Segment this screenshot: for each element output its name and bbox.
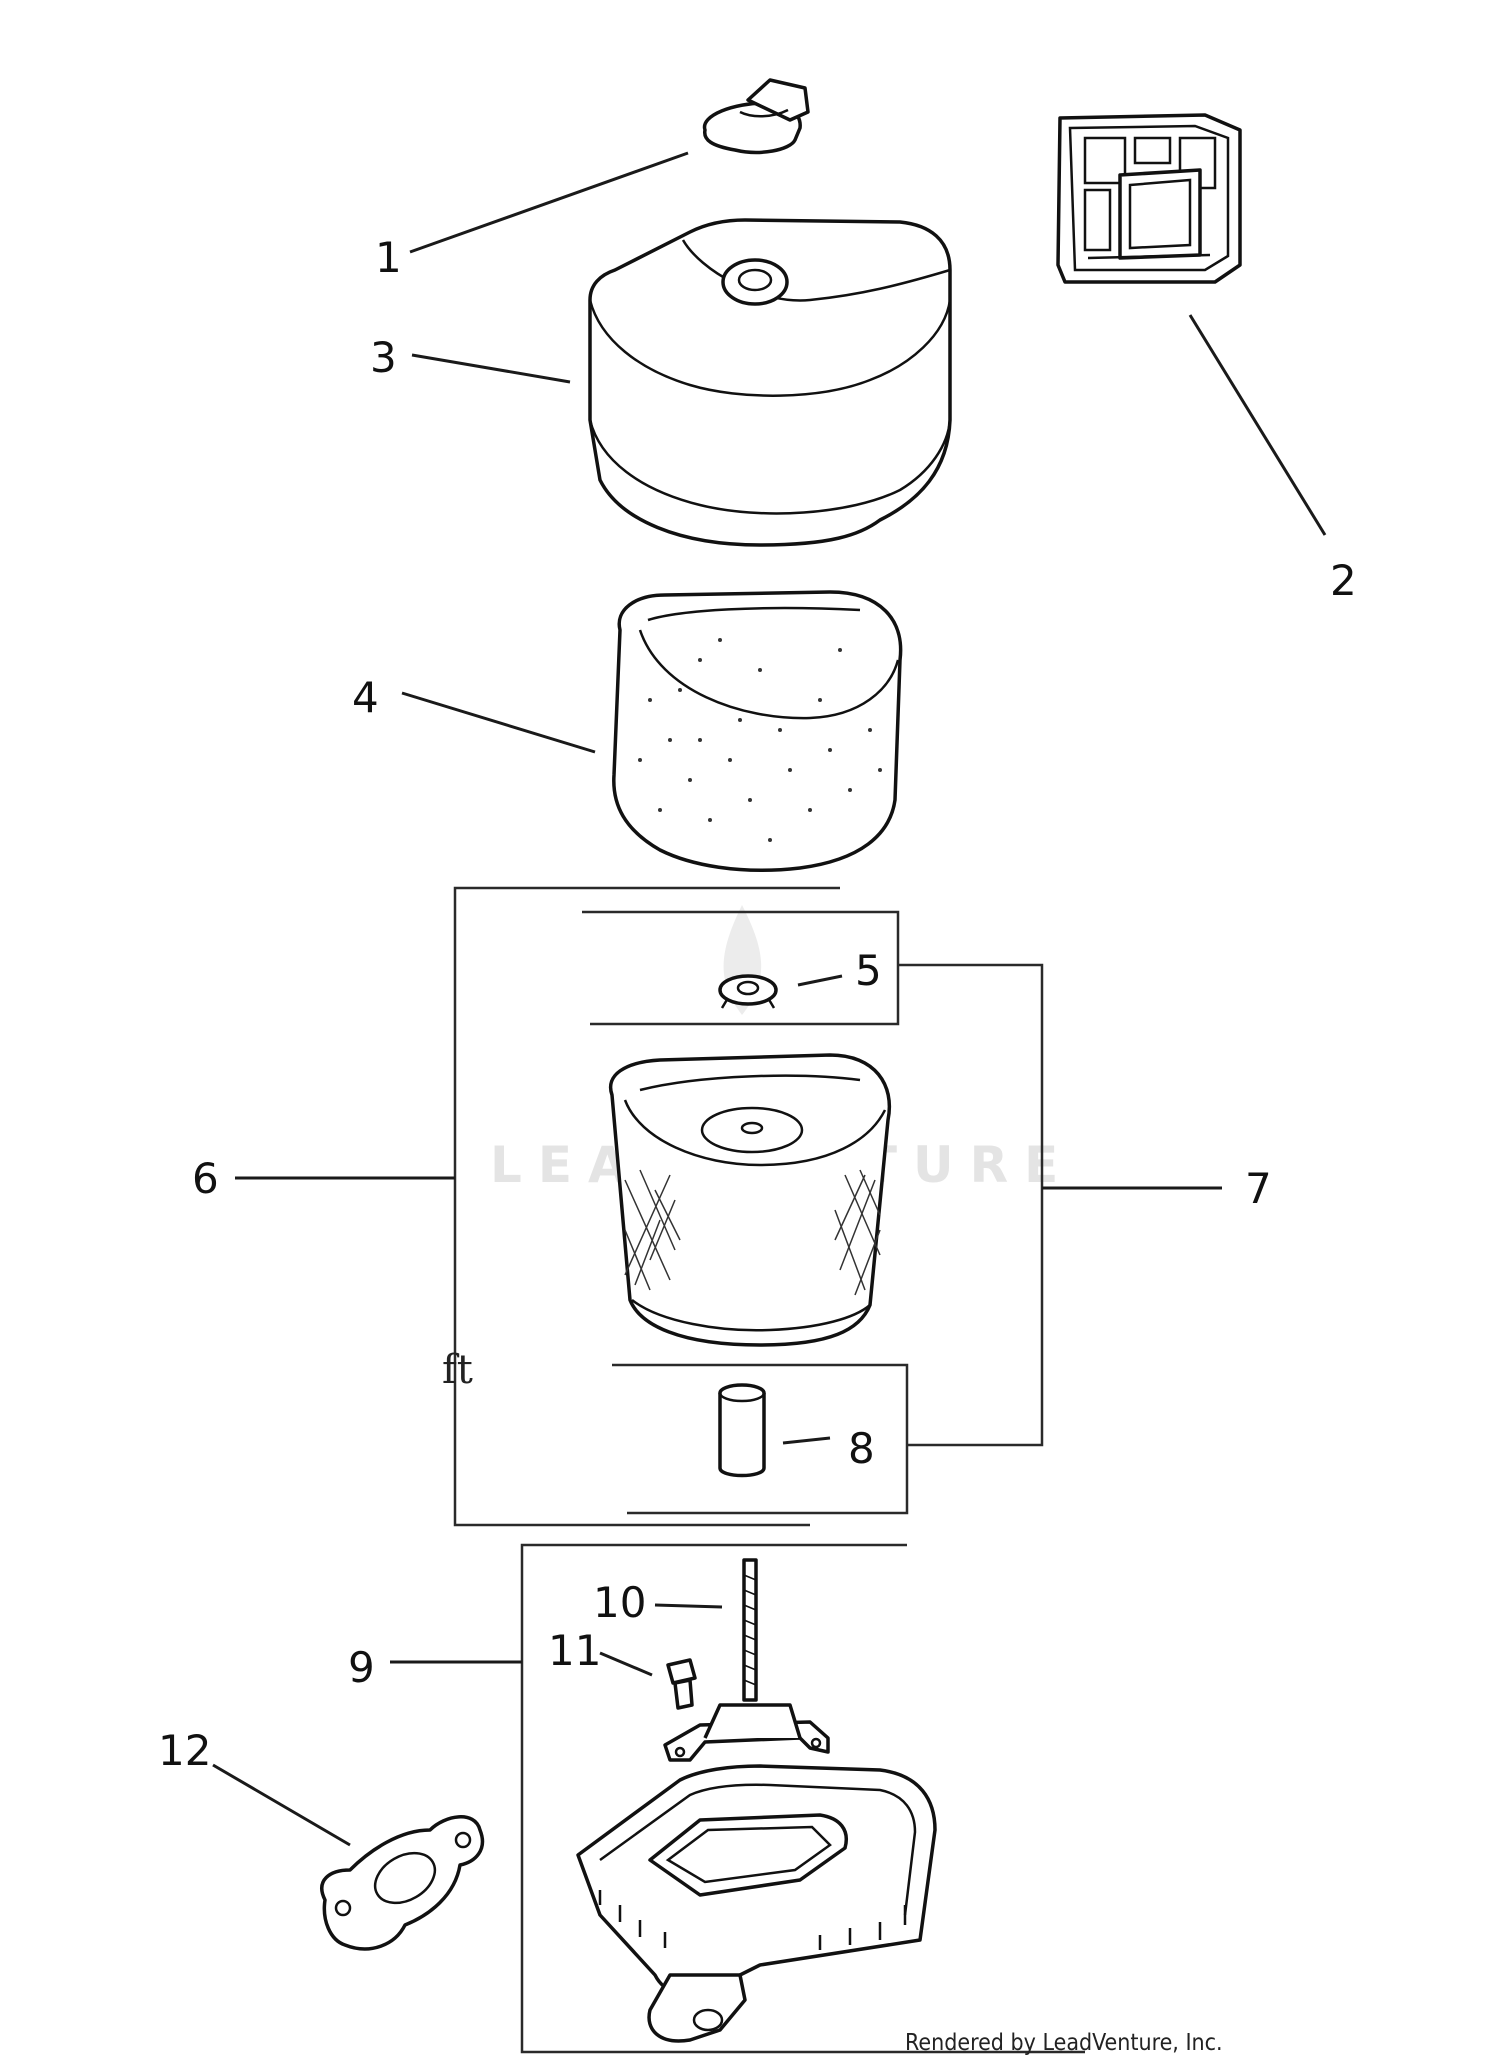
- bracket-9: [520, 1543, 1085, 2054]
- part-paper-filter: [608, 1053, 891, 1347]
- callout-5: 5: [855, 946, 882, 995]
- callout-9: 9: [348, 1643, 375, 1692]
- rendered-by-credit: Rendered by LeadVenture, Inc.: [905, 2030, 1223, 2056]
- part-nut: [718, 974, 778, 1009]
- part-foam-filter: [612, 590, 903, 873]
- bracket-7: [898, 963, 1044, 1447]
- bracket-6: [453, 886, 840, 1527]
- stray-text: ft: [442, 1347, 473, 1393]
- leader-lines: [212, 151, 1327, 1847]
- bracket-8: [612, 1363, 909, 1515]
- callout-8: 8: [848, 1424, 875, 1473]
- callout-11: 11: [548, 1626, 601, 1675]
- callout-3: 3: [370, 333, 397, 382]
- callout-12: 12: [158, 1726, 211, 1775]
- part-stud-bracket: [663, 1558, 830, 1762]
- part-screw: [666, 1658, 697, 1710]
- callout-4: 4: [352, 673, 379, 722]
- callout-labels: 1 2 3 4 5 6 7 8 9 10 11 12: [158, 233, 1357, 1775]
- part-base: [576, 1764, 937, 2043]
- callout-2: 2: [1330, 556, 1357, 605]
- callout-6: 6: [192, 1154, 219, 1203]
- part-spacer: [718, 1383, 766, 1478]
- callout-7: 7: [1245, 1164, 1272, 1213]
- part-gasket: [320, 1815, 485, 1951]
- bracket-5: [582, 910, 900, 1026]
- callout-1: 1: [375, 233, 402, 282]
- part-cover: [588, 218, 952, 547]
- part-knob: [702, 78, 810, 155]
- part-precleaner: [1056, 113, 1242, 284]
- callout-10: 10: [593, 1578, 646, 1627]
